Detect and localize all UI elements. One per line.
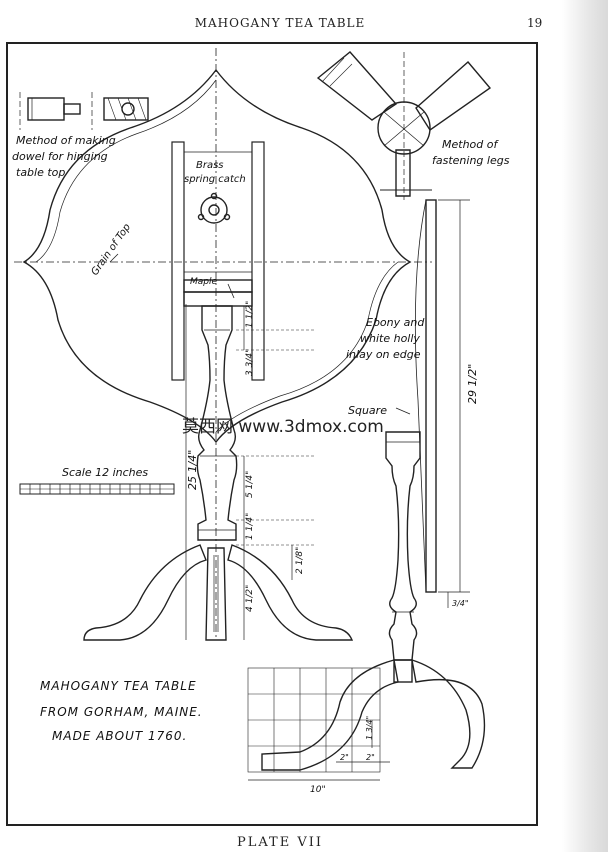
dim-leg-spread: 10": [310, 785, 326, 795]
dim-d8: 1 3/4": [365, 716, 374, 740]
caption-line2: FROM GORHAM, MAINE.: [40, 705, 203, 719]
note-brass-line2: spring catch: [184, 174, 246, 185]
dim-d2: 3 3/4": [245, 349, 255, 376]
note-dowel-line1: Method of making: [16, 134, 116, 147]
note-dowel-line3: table top: [16, 166, 65, 179]
note-inlay-line1: Ebony and: [366, 316, 425, 329]
dim-d4: 1 1/4": [245, 513, 255, 540]
note-fastening-line1: Method of: [442, 138, 499, 151]
note-dowel-line2: dowel for hinging: [12, 150, 108, 163]
dim-d5: 2 1/8": [295, 547, 305, 574]
dowel-detail-b: [103, 97, 149, 121]
page-edge-shadow: [562, 0, 608, 852]
note-square: Square: [348, 404, 387, 417]
plate-frame: [6, 42, 538, 826]
front-leg-center: [205, 547, 227, 641]
caption-line3: MADE ABOUT 1760.: [52, 729, 187, 743]
page-number: 19: [527, 16, 543, 30]
brass-spring-catch: [200, 196, 228, 224]
note-maple: Maple: [190, 277, 217, 287]
pedestal-column-front: [196, 305, 238, 541]
dim-height-pedestal: 25 1/4": [186, 450, 199, 490]
dim-d6: 4 1/2": [245, 585, 255, 612]
note-fastening-line2: fastening legs: [432, 154, 510, 167]
page-header-title: MAHOGANY TEA TABLE: [194, 16, 366, 30]
dim-d1: 1 1/2": [245, 301, 255, 328]
dim-leg-b: 2": [366, 753, 375, 762]
dim-d7: 3/4": [452, 599, 469, 608]
tilted-top-edge: [425, 199, 437, 593]
technical-drawing: Method of making dowel for hinging table…: [12, 48, 510, 795]
side-leg-right: [411, 658, 486, 769]
side-leg-left: [261, 659, 399, 771]
note-grain: Grain of Top: [89, 222, 133, 278]
dim-height-total: 29 1/2": [466, 364, 479, 404]
leg-layout-grid: [247, 667, 381, 773]
dim-d3: 5 1/4": [245, 471, 255, 498]
watermark: 莫西网 www.3dmox.com: [182, 417, 384, 437]
table-top-outline: [22, 68, 412, 444]
note-inlay-line3: inlay on edge: [346, 348, 421, 361]
scale-label: Scale 12 inches: [62, 466, 148, 479]
side-pedestal-column: [385, 431, 421, 661]
plate-label: PLATE VII: [236, 835, 323, 850]
note-inlay-line2: white holly: [360, 332, 420, 345]
dim-leg-a: 2": [340, 753, 349, 762]
front-leg-right: [227, 544, 354, 641]
caption-line1: MAHOGANY TEA TABLE: [40, 679, 197, 693]
front-leg-left: [83, 544, 207, 641]
note-brass-line1: Brass: [196, 160, 224, 171]
dowel-detail-a: [27, 97, 65, 121]
